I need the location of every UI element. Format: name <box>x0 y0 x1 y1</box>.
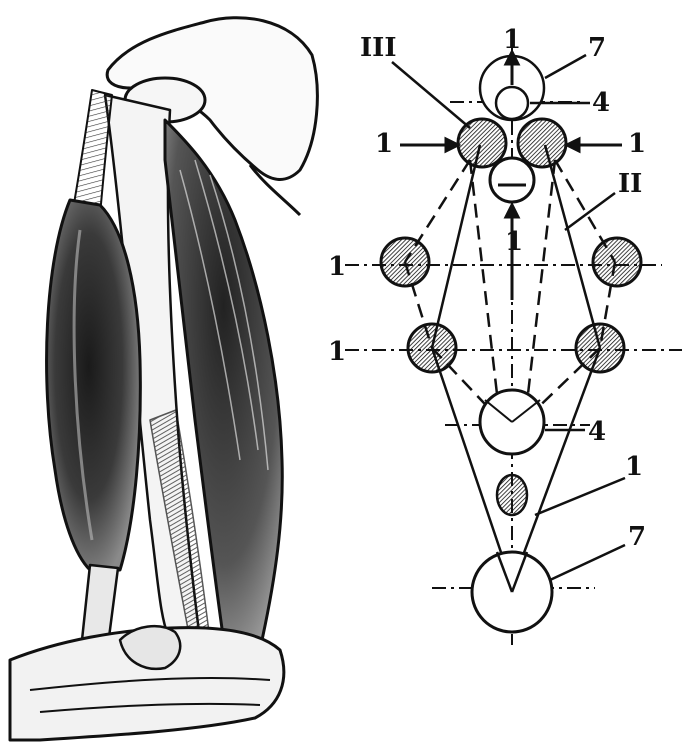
circle-top-4 <box>496 87 528 119</box>
ball-upper-left <box>458 119 506 167</box>
label-roman-3: III <box>360 33 397 63</box>
lever-schematic: III II 1 7 4 1 1 1 1 1 4 1 7 <box>328 25 682 645</box>
label-one-left-lower: 1 <box>328 337 346 367</box>
arm-muscles-drawing <box>10 18 317 740</box>
ball-upper-right <box>518 119 566 167</box>
small-blob <box>497 475 527 515</box>
biceps-tendon-upper <box>72 90 112 215</box>
label-roman-2: II <box>618 169 642 199</box>
ball-low-right <box>576 324 624 372</box>
label-one-top: 1 <box>503 25 521 55</box>
ball-mid-right <box>593 238 641 286</box>
ball-low-left <box>408 324 456 372</box>
ball-mid-left <box>381 238 429 286</box>
label-seven-top: 7 <box>588 33 606 63</box>
label-one-right-upper: 1 <box>628 129 646 159</box>
label-one-center: 1 <box>505 227 523 257</box>
label-four-top: 4 <box>592 88 610 118</box>
label-one-left-mid: 1 <box>328 252 346 282</box>
label-four-mid: 4 <box>588 417 606 447</box>
label-one-left-upper: 1 <box>375 129 393 159</box>
label-one-right-bottom: 1 <box>625 452 643 482</box>
biceps-muscle <box>47 200 141 570</box>
circle-center-top <box>490 158 534 202</box>
label-seven-bottom: 7 <box>628 522 646 552</box>
